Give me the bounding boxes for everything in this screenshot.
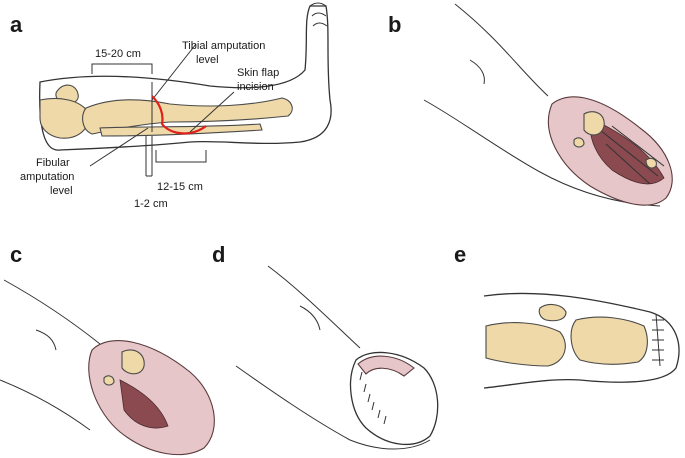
label-tibial-amputation: Tibial amputation (182, 40, 265, 52)
limb-outline-d (235, 265, 431, 450)
incision-line (151, 95, 207, 135)
label-skin-flap: Skin flap (237, 67, 279, 79)
label-incision: incision (237, 81, 274, 93)
panel-a: a 15-20 cm Tibial amputation level Skin … (10, 2, 332, 210)
tibia-cut-c (121, 349, 145, 375)
fibula-cut-c (103, 375, 115, 386)
suture-band-d (357, 355, 415, 377)
panel-c-letter: c (10, 242, 22, 267)
fibula-cut-b (573, 137, 585, 148)
suture-line-e (652, 313, 664, 367)
label-1-2cm: 1-2 cm (134, 198, 168, 210)
panel-d-letter: d (212, 242, 225, 267)
label-12-15cm: 12-15 cm (157, 181, 203, 193)
panel-b: b (388, 3, 673, 207)
femur-e (485, 322, 566, 367)
skin-crease-d (299, 305, 321, 331)
skin-crease-b (469, 59, 485, 85)
label-fibular: Fibular (36, 157, 70, 169)
limb-outline-c (0, 279, 101, 431)
bracket-1-2 (145, 136, 153, 177)
label-fibular-level: level (50, 185, 73, 197)
panel-e: e (454, 242, 680, 389)
bracket-12-15 (155, 150, 207, 163)
femur-end (39, 97, 90, 139)
toes (309, 2, 328, 27)
bracket-15-20 (91, 63, 153, 74)
bone-fragment-b (645, 157, 657, 169)
skin-crease-c (35, 329, 57, 351)
fiber-lines-b (599, 125, 665, 185)
label-tibial-level: level (196, 54, 219, 66)
skin-flap-pointer (189, 91, 235, 133)
tibia (82, 97, 293, 135)
tibial-level-line (151, 43, 197, 132)
patella-e (538, 303, 567, 322)
muscle-fibers-c (119, 379, 169, 429)
stump-d (349, 351, 439, 446)
suture-stitches-d (359, 371, 387, 425)
tibia-cut-b (583, 111, 605, 136)
panel-a-letter: a (10, 12, 23, 37)
panel-c: c (0, 242, 215, 456)
panel-d: d (212, 242, 439, 450)
tibia-e (570, 316, 648, 365)
panel-e-letter: e (454, 242, 466, 267)
stump-c (88, 340, 215, 456)
fibular-pointer (89, 127, 149, 167)
panel-b-letter: b (388, 12, 401, 37)
label-fibular-amputation: amputation (20, 171, 74, 183)
label-15-20cm: 15-20 cm (95, 48, 141, 60)
